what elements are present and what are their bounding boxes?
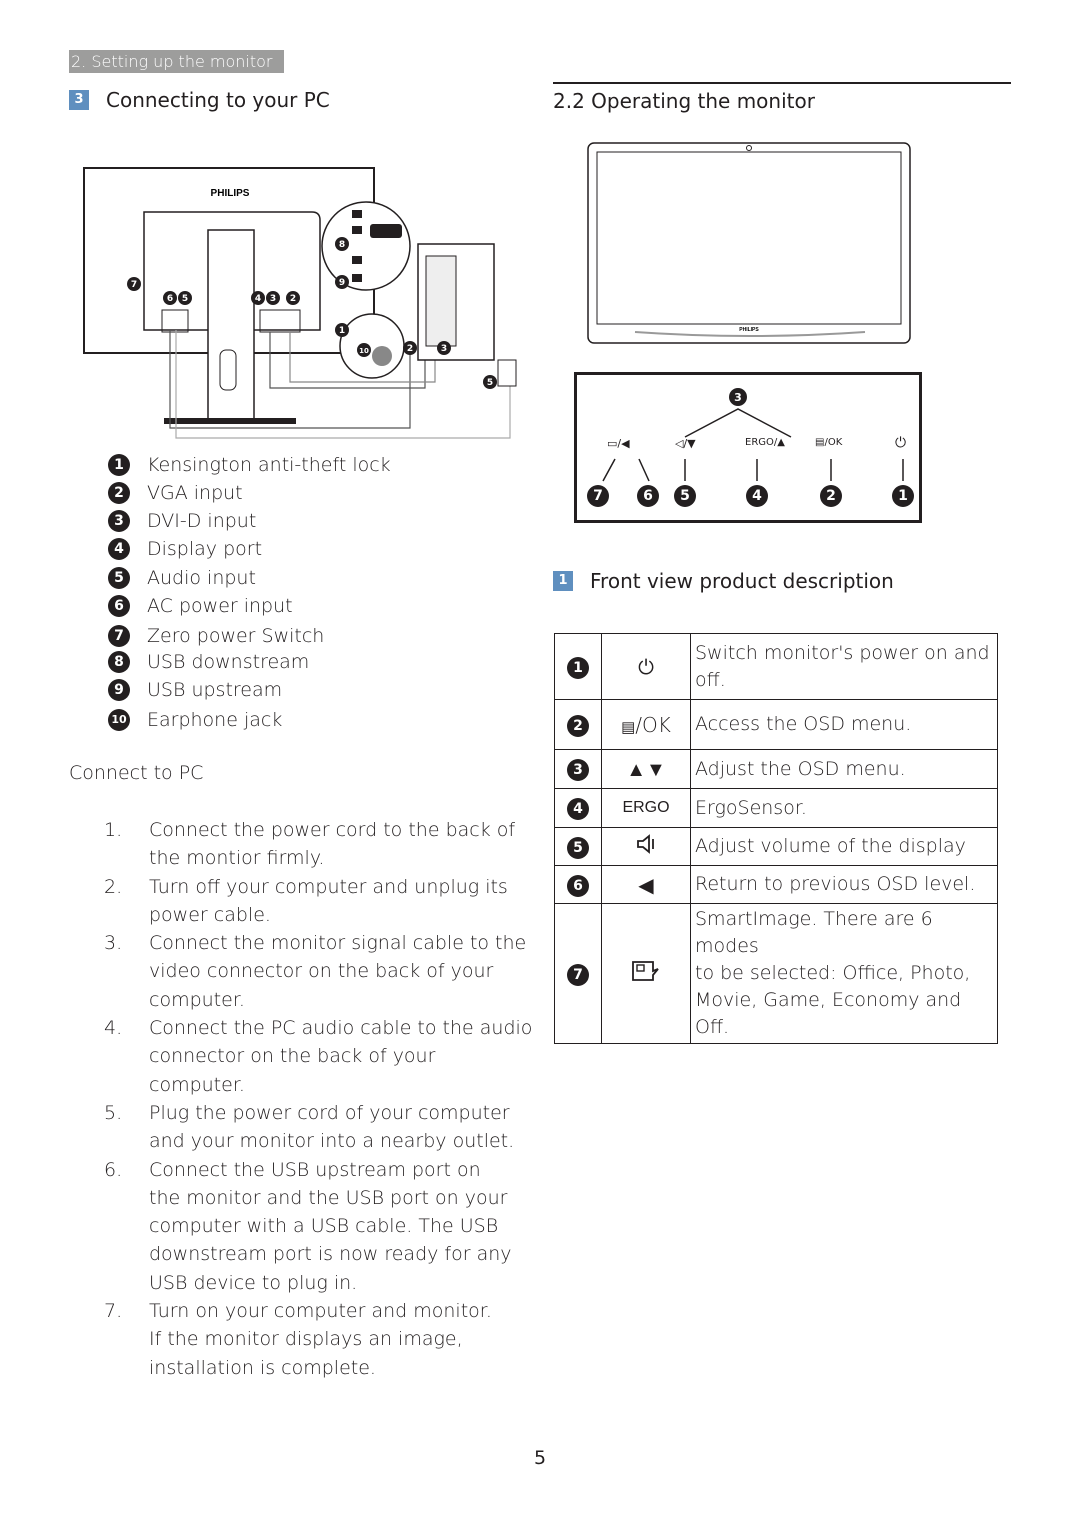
power-icon: ⏻	[601, 633, 691, 700]
left-heading: 3 Connecting to your PC	[69, 88, 330, 112]
table-row: 3 ▲▼ Adjust the OSD menu.	[554, 749, 998, 789]
step-item: 4.Connect the PC audio cable to the audi…	[104, 1017, 533, 1096]
table-row: 5 Adjust volume of the display	[554, 827, 998, 866]
button-panel: 3 ▭/◀ ◁/▼ ERGO/▲ ▤/OK ⏻ 7 6 5 4 2 1	[574, 372, 922, 523]
btn-menu-ok[interactable]: ▤/OK	[815, 437, 843, 448]
svg-text:9: 9	[339, 278, 345, 288]
connect-title: Connect to PC	[69, 762, 204, 784]
callout-1: 1	[892, 485, 914, 507]
power-port	[161, 309, 189, 333]
step-item: 7.Turn on your computer and monitor.If t…	[104, 1300, 492, 1379]
video-ports	[259, 309, 301, 333]
callout-6: 6	[637, 485, 659, 507]
front-brand-label: PHILIPS	[739, 327, 759, 333]
monitor-screen	[596, 151, 902, 325]
callout-2: 2	[820, 485, 842, 507]
earphone-zoom-circle	[339, 313, 405, 379]
svg-text:2: 2	[290, 294, 296, 304]
button-panel-lines: 3	[602, 388, 904, 482]
cable-outlet	[175, 330, 511, 439]
svg-text:6: 6	[167, 294, 173, 304]
left-heading-text: Connecting to your PC	[106, 88, 330, 112]
svg-text:3: 3	[270, 294, 276, 304]
usb-zoom-circle	[321, 201, 411, 291]
callout-4: 4	[746, 485, 768, 507]
table-row: 6 ◀ Return to previous OSD level.	[554, 865, 998, 904]
svg-text:7: 7	[131, 280, 137, 290]
svg-text:10: 10	[359, 347, 369, 355]
usb-drive	[370, 224, 402, 238]
pc-rear-panel	[425, 255, 457, 347]
cable-dvi	[289, 332, 436, 383]
menu-icon: ▤	[815, 437, 825, 448]
up-down-icon: ▲▼	[601, 749, 691, 789]
svg-text:2: 2	[407, 344, 413, 354]
heading-number-badge: 3	[69, 90, 89, 110]
callout-7: 7	[587, 485, 609, 507]
earphone-jack	[372, 346, 392, 366]
smartimage-icon: ▭	[607, 437, 618, 450]
wall-outlet	[497, 359, 517, 387]
smartimage-icon	[601, 903, 691, 1044]
stand-column	[207, 229, 255, 421]
front-heading-number-badge: 1	[553, 571, 573, 591]
front-view-heading: 1 Front view product description	[553, 569, 894, 593]
ergo-icon: ERGO	[601, 788, 691, 828]
bezel-strip	[634, 331, 866, 337]
svg-text:5: 5	[182, 294, 188, 304]
btn-smartimage-back[interactable]: ▭/◀	[607, 437, 630, 450]
btn-ergo-up[interactable]: ERGO/▲	[745, 437, 785, 448]
svg-text:3: 3	[734, 391, 742, 404]
svg-text:8: 8	[339, 240, 345, 250]
page-number: 5	[533, 1447, 547, 1469]
power-button[interactable]: ⏻	[895, 435, 907, 451]
stand-slot	[219, 349, 237, 391]
rear-connection-diagram: PHILIPS 7 6 5 4 3 2 8 9 1 10 2 3 5	[83, 167, 517, 439]
table-row: 4 ERGO ErgoSensor.	[554, 788, 998, 828]
callout-5: 5	[674, 485, 696, 507]
table-row: 2 ▤/OK Access the OSD menu.	[554, 699, 998, 750]
cable-power	[169, 330, 411, 429]
svg-text:4: 4	[255, 294, 261, 304]
camera-dot	[746, 145, 752, 151]
section-chip: 2. Setting up the monitor	[69, 50, 284, 73]
svg-text:3: 3	[441, 344, 447, 354]
right-heading-rule	[553, 82, 1011, 84]
btn-volume-down[interactable]: ◁/▼	[675, 437, 696, 450]
menu-ok-icon: ▤/OK	[601, 699, 691, 750]
svg-text:1: 1	[339, 326, 345, 336]
rear-brand-label: PHILIPS	[211, 188, 250, 199]
speaker-icon: ◁	[675, 437, 684, 450]
back-icon: ◀	[601, 865, 691, 904]
step-item: 3.Connect the monitor signal cable to th…	[104, 932, 527, 1011]
stand-base	[164, 418, 296, 424]
front-monitor-diagram: PHILIPS	[587, 142, 911, 344]
stand-plate	[143, 211, 321, 331]
front-heading-text: Front view product description	[590, 569, 894, 593]
speaker-icon	[601, 827, 691, 866]
right-heading: 2.2 Operating the monitor	[553, 89, 815, 113]
cable-vga	[269, 332, 426, 389]
svg-text:5: 5	[487, 378, 493, 388]
